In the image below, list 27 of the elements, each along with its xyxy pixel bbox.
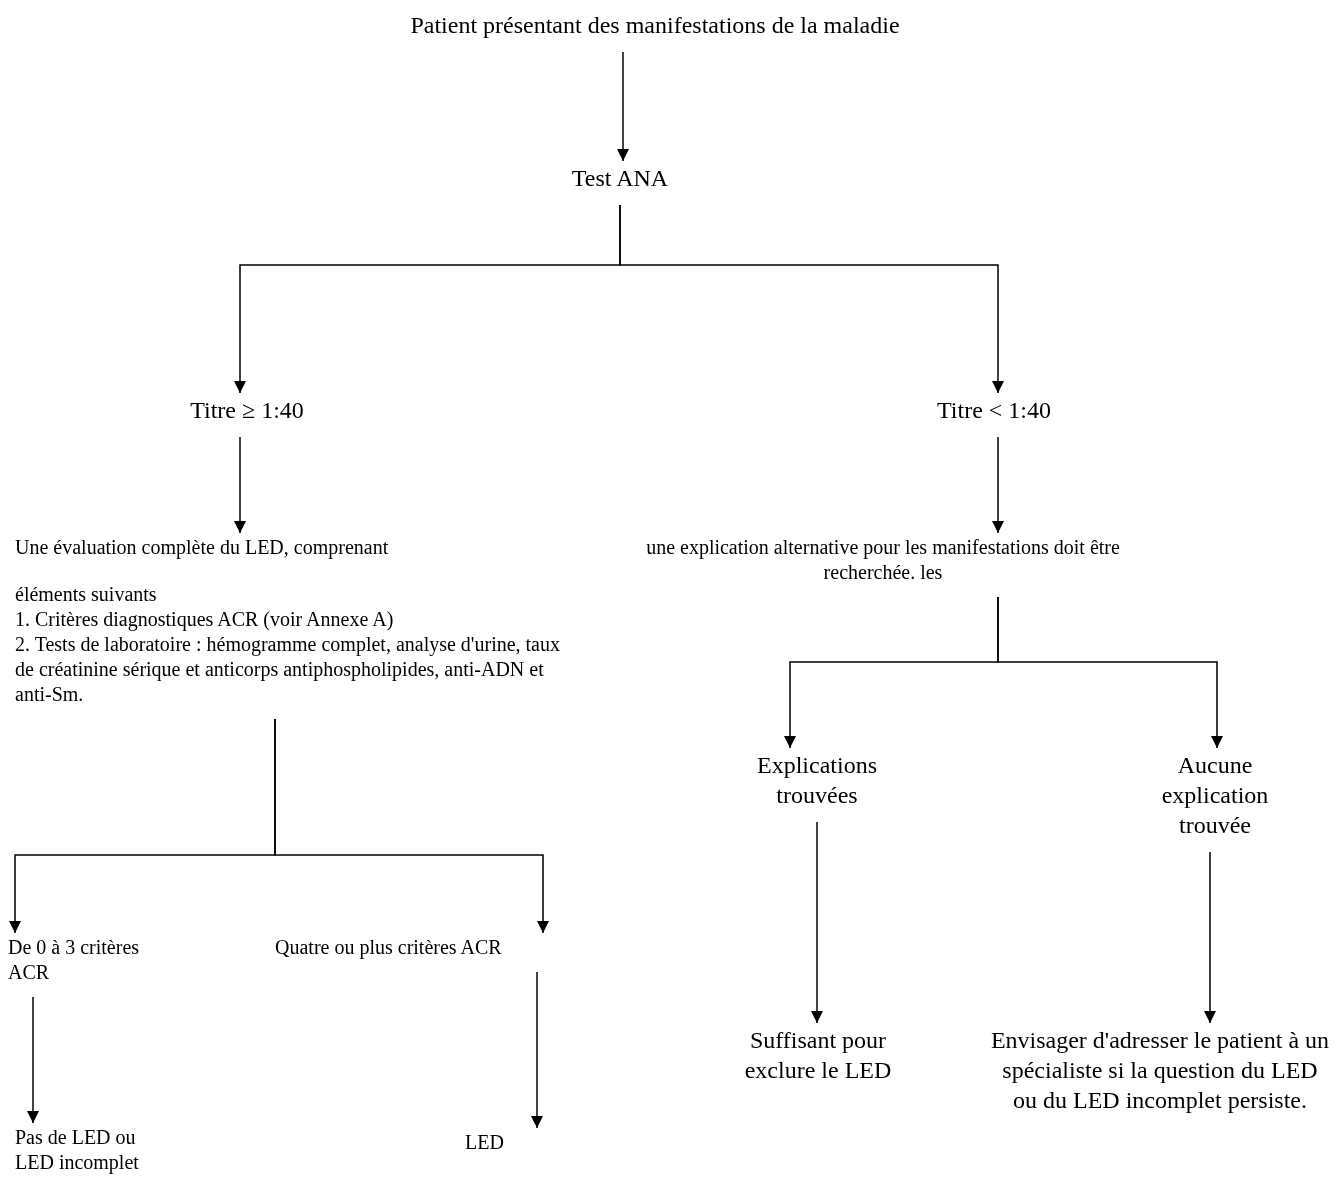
arrow	[1204, 851, 1216, 1024]
flow-text: Suffisant pour exclure le LED	[743, 1026, 893, 1085]
flow-text: Aucune explication trouvée	[1160, 751, 1270, 840]
arrow	[234, 436, 246, 534]
flow-text: Envisager d'adresser le patient à un spécialiste si la question du LED ou du LED incomplet persiste.	[990, 1026, 1330, 1115]
flow-text: Pas de LED ou LED incomplet	[15, 1125, 140, 1175]
arrow	[992, 436, 1004, 534]
flow-text: Test ANA	[570, 164, 670, 193]
flow-text: Patient présentant des manifestations de la maladie	[409, 11, 901, 40]
arrow	[27, 996, 39, 1124]
flow-text: Explications trouvées	[756, 751, 878, 810]
arrow	[617, 51, 629, 162]
flow-text: 1. Critères diagnostiques ACR (voir Annexe A)	[15, 607, 395, 632]
arrow	[811, 821, 823, 1024]
flow-text: Quatre ou plus critères ACR	[275, 935, 503, 960]
flow-text: 2. Tests de laboratoire : hémogramme complet, analyse d'urine, taux de créatinine sérique et anticorps antiphospholipides, anti-ADN et anti-Sm.	[15, 632, 560, 707]
flow-text: LED	[465, 1130, 505, 1155]
arrow	[997, 596, 1223, 749]
flow-text: Titre < 1:40	[936, 396, 1052, 425]
flow-text: Titre ≥ 1:40	[189, 396, 305, 425]
flow-text: une explication alternative pour les manifestations doit être recherchée. les	[645, 535, 1121, 585]
arrow	[274, 718, 549, 934]
flow-text: éléments suivants	[15, 582, 158, 607]
flow-text: De 0 à 3 critères ACR	[8, 935, 141, 985]
arrow	[619, 204, 1004, 394]
arrow	[531, 971, 543, 1129]
flow-text: Une évaluation complète du LED, comprenant	[15, 535, 390, 560]
